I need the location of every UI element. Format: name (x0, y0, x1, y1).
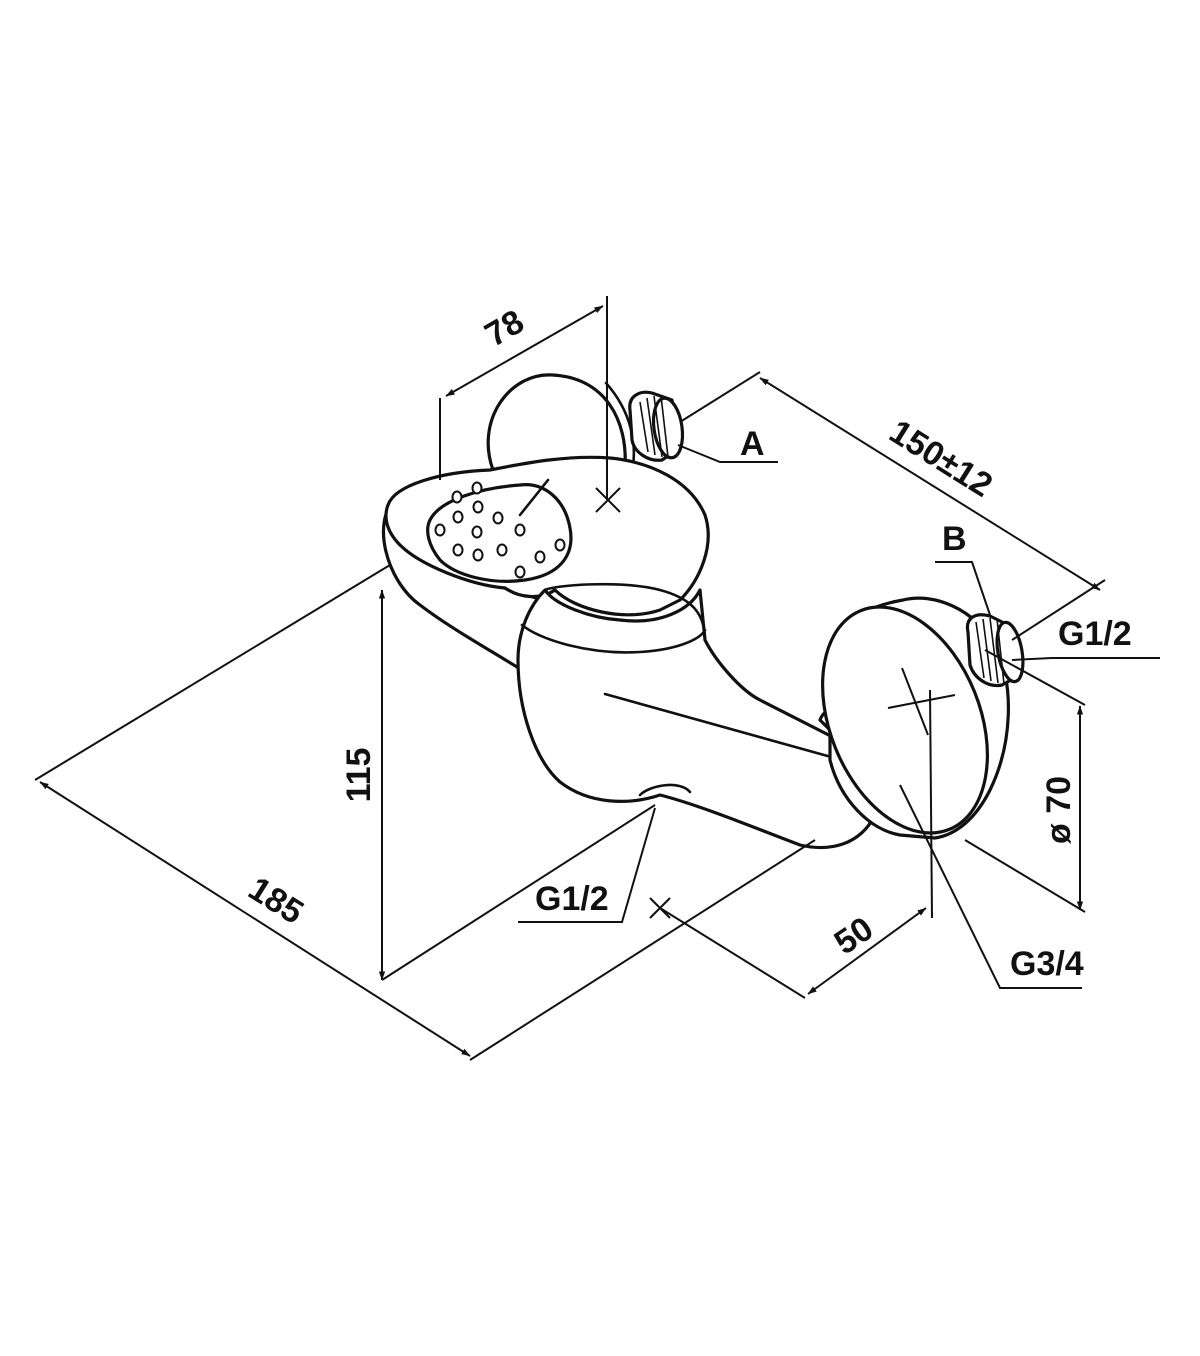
lever-hole-pattern (434, 481, 566, 579)
center-marks (595, 487, 956, 919)
dimension-150: 150±12 (679, 371, 1106, 641)
dimension-diameter-70: ø 70 (964, 649, 1086, 913)
dimension-78-label: 78 (479, 303, 531, 355)
mixer-body (516, 582, 881, 850)
dimension-115-label: 115 (340, 748, 378, 803)
callout-inlet-thread: G1/2 (1011, 615, 1160, 661)
callout-inlet-thread-label: G1/2 (1058, 615, 1132, 653)
dimension-50-label: 50 (828, 910, 881, 963)
dimension-115: 115 (340, 589, 656, 981)
threaded-connector-a (628, 390, 685, 462)
callout-b: B (935, 520, 991, 616)
threaded-connector-b (965, 613, 1025, 688)
callout-a: A (677, 425, 778, 463)
dimension-diameter-70-label: ø 70 (1040, 776, 1078, 844)
callout-shower-thread-label: G3/4 (1010, 945, 1084, 983)
callout-outlet-thread-label: G1/2 (535, 880, 609, 918)
callout-shower-thread: G3/4 (899, 784, 1084, 989)
dimension-185-label: 185 (242, 870, 310, 932)
callout-b-label: B (942, 520, 967, 558)
callout-outlet-thread: G1/2 (518, 807, 656, 923)
front-wall-flange (821, 596, 1010, 840)
callout-a-label: A (740, 425, 765, 463)
